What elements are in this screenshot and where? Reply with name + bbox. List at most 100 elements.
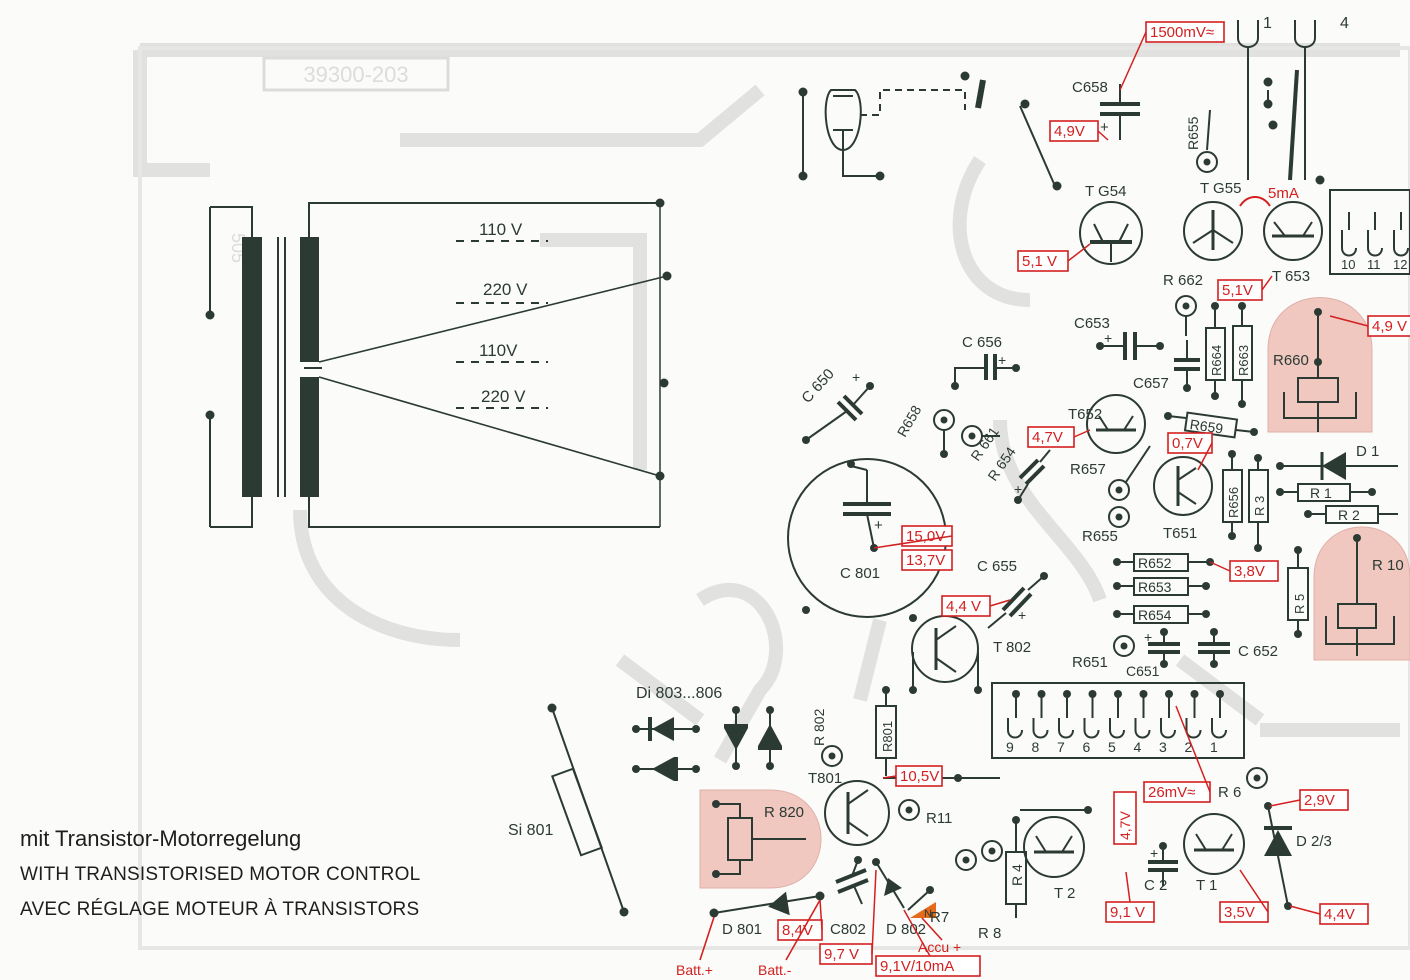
caption-german: mit Transistor-Motorregelung bbox=[20, 826, 302, 851]
diode-d803 bbox=[652, 717, 674, 741]
tap-110v-upper: 110 V bbox=[479, 220, 523, 239]
label-c2: C 2 bbox=[1144, 877, 1167, 894]
svg-text:4,7V: 4,7V bbox=[1117, 811, 1133, 840]
resistor-r655-top bbox=[1196, 109, 1218, 173]
label-c655: C 655 bbox=[977, 558, 1017, 575]
voltage-9-1v-t2: 9,1 V bbox=[1105, 901, 1155, 923]
connector-top bbox=[1237, 20, 1316, 181]
svg-text:3,8V: 3,8V bbox=[1234, 563, 1265, 580]
capacitor-c655 bbox=[1001, 586, 1026, 612]
label-r1: R 1 bbox=[1310, 485, 1332, 501]
resistor-r651 bbox=[1113, 635, 1135, 657]
transistor-t1 bbox=[1183, 813, 1245, 875]
label-c652: C 652 bbox=[1238, 643, 1278, 660]
transistor-t651 bbox=[1153, 456, 1213, 516]
label-c657: C657 bbox=[1133, 375, 1169, 392]
caption-french: AVEC RÉGLAGE MOTEUR À TRANSISTORS bbox=[20, 899, 420, 920]
label-t801: T801 bbox=[808, 770, 842, 787]
voltage-2-9v: 2,9V bbox=[1299, 789, 1349, 811]
resistor-r655-bottom bbox=[1108, 506, 1130, 528]
terminal-batt-minus: Batt.- bbox=[758, 962, 792, 978]
label-t653: T 653 bbox=[1272, 268, 1310, 285]
transistor-t2 bbox=[1023, 816, 1085, 878]
label-r4: R 4 bbox=[1009, 864, 1025, 886]
connector-pin-1: 1 bbox=[1263, 15, 1272, 32]
caption-english: WITH TRANSISTORISED MOTOR CONTROL bbox=[20, 864, 421, 885]
label-c651: C651 bbox=[1126, 663, 1160, 679]
voltage-9-7v: 9,7 V bbox=[819, 943, 873, 965]
terminal-accu-plus: Accu + bbox=[918, 939, 961, 955]
connector-right bbox=[1329, 189, 1410, 275]
label-tg655: T G55 bbox=[1200, 180, 1241, 197]
connector-strip-bottom bbox=[991, 682, 1245, 759]
connector-pin-label: 1 bbox=[1210, 739, 1218, 755]
label-r656: R656 bbox=[1226, 487, 1241, 518]
transformer bbox=[209, 202, 668, 528]
label-r655-bottom: R655 bbox=[1082, 528, 1118, 545]
diode-d1 bbox=[1322, 452, 1346, 480]
board-number: 39300-203 bbox=[303, 62, 408, 87]
label-r11: R11 bbox=[926, 810, 952, 827]
trimmer-r660 bbox=[1267, 297, 1373, 433]
voltage-4-4v-c655: 4,4 V bbox=[941, 595, 991, 617]
svg-text:+: + bbox=[1150, 845, 1158, 861]
terminal-batt-plus: Batt.+ bbox=[676, 962, 713, 978]
label-c653: C653 bbox=[1074, 315, 1110, 332]
tap-220v-lower: 220 V bbox=[481, 387, 526, 406]
label-di803-806: Di 803...806 bbox=[636, 685, 722, 702]
connector-pin-label: 8 bbox=[1032, 739, 1040, 755]
connector-pin-dot bbox=[1012, 690, 1020, 698]
label-si801: Si 801 bbox=[508, 822, 553, 839]
connector-pin-10: 10 bbox=[1341, 257, 1355, 272]
svg-text:+: + bbox=[1104, 330, 1112, 346]
svg-text:4,7V: 4,7V bbox=[1032, 429, 1063, 446]
resistor-r657 bbox=[1108, 479, 1130, 501]
label-r654: R654 bbox=[1138, 607, 1172, 623]
svg-text:+: + bbox=[852, 369, 860, 385]
diode-d23 bbox=[1264, 830, 1292, 856]
voltage-5-1v-t653: 5,1V bbox=[1217, 279, 1263, 301]
connector-pin-dot bbox=[1139, 690, 1148, 698]
connector-pin-label: 6 bbox=[1083, 739, 1091, 755]
connector-pin-4: 4 bbox=[1340, 15, 1349, 32]
connector-pin-label: 5 bbox=[1108, 739, 1116, 755]
connector-pin-11: 11 bbox=[1367, 257, 1381, 272]
voltage-26mv: 26mV≈ bbox=[1143, 781, 1211, 803]
svg-text:+: + bbox=[998, 352, 1006, 368]
svg-text:4,9 V: 4,9 V bbox=[1372, 318, 1407, 335]
diode-d801 bbox=[768, 891, 790, 916]
svg-text:N: N bbox=[924, 908, 932, 920]
svg-text:4,4 V: 4,4 V bbox=[946, 598, 981, 615]
label-t2: T 2 bbox=[1054, 885, 1075, 902]
capacitor-r654v bbox=[1018, 458, 1040, 480]
voltage-9-1v-10ma: 9,1V/10mA bbox=[875, 955, 981, 977]
label-t1: T 1 bbox=[1196, 877, 1217, 894]
svg-text:8,4V: 8,4V bbox=[782, 922, 813, 939]
label-c802: C802 bbox=[830, 921, 866, 938]
svg-text:9,1 V: 9,1 V bbox=[1110, 904, 1145, 921]
svg-text:26mV≈: 26mV≈ bbox=[1148, 784, 1195, 801]
label-r664: R664 bbox=[1209, 345, 1224, 376]
label-r8: R 8 bbox=[978, 925, 1001, 942]
voltage-1500mv: 1500mV≈ bbox=[1145, 21, 1225, 43]
label-c650: C 650 bbox=[798, 366, 837, 407]
current-5ma: 5mA bbox=[1268, 185, 1299, 202]
svg-text:4,4V: 4,4V bbox=[1324, 906, 1355, 923]
svg-text:5,1V: 5,1V bbox=[1222, 282, 1253, 299]
diode-d804 bbox=[652, 757, 674, 781]
voltage-4-9v-c658: 4,9V bbox=[1049, 120, 1099, 142]
resistor-r11 bbox=[898, 799, 920, 821]
svg-text:5,1 V: 5,1 V bbox=[1022, 253, 1057, 270]
resistor-r802 bbox=[821, 745, 843, 767]
connector-pin-12: 12 bbox=[1393, 257, 1407, 272]
label-r653: R653 bbox=[1138, 579, 1172, 595]
label-tg654: T G54 bbox=[1085, 183, 1126, 200]
svg-text:4,9V: 4,9V bbox=[1054, 123, 1085, 140]
voltage-8-4v: 8,4V bbox=[777, 919, 823, 941]
accu-warning-icon bbox=[910, 902, 936, 918]
svg-text:2,9V: 2,9V bbox=[1304, 792, 1335, 809]
transistor-tg655 bbox=[1183, 201, 1243, 261]
transistor-t653 bbox=[1263, 201, 1323, 261]
diode-d806 bbox=[758, 724, 782, 746]
